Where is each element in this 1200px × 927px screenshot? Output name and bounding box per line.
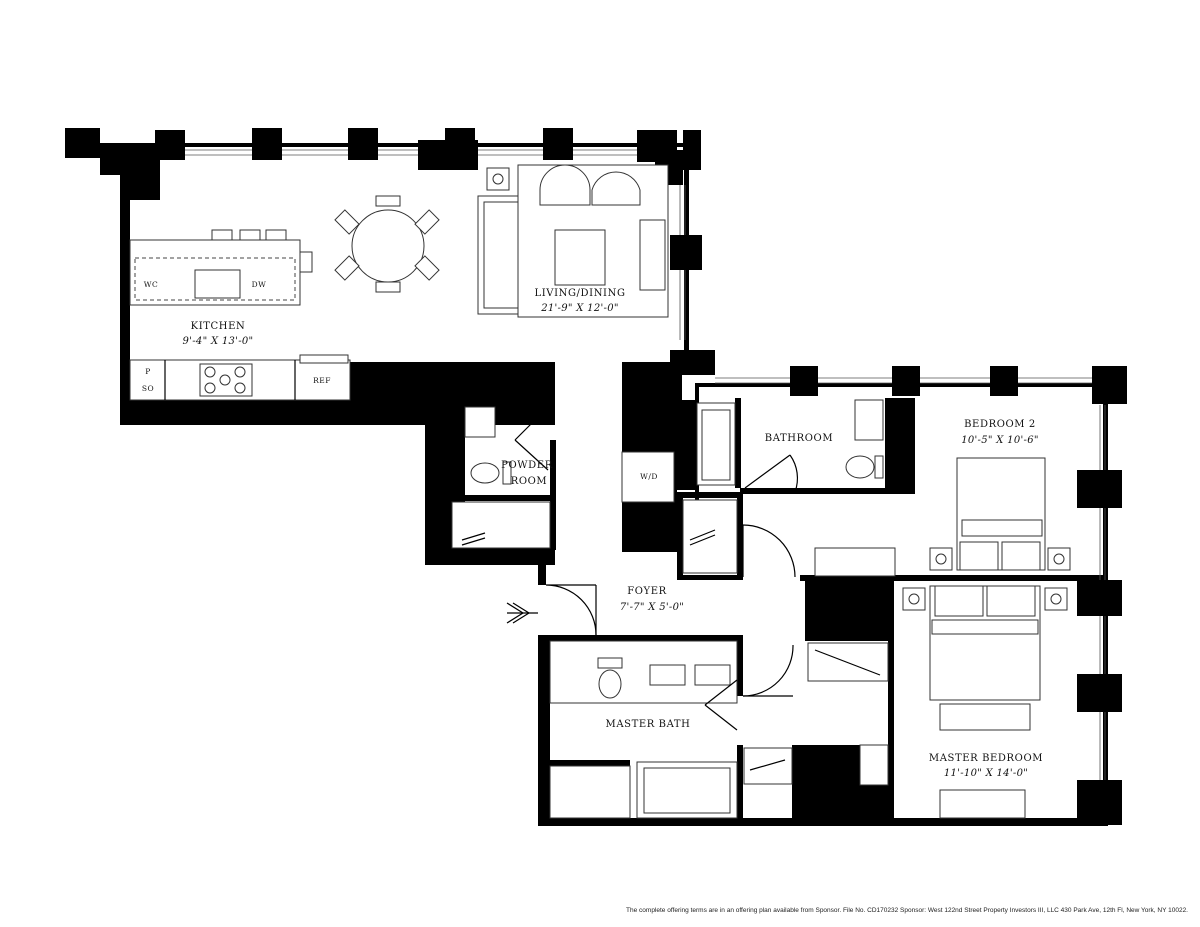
doors [545,524,796,697]
washer-dryer-label: W/D [640,472,658,481]
master-bath-label: MASTER BATH [605,719,690,730]
offering-footnote: The complete offering terms are in an of… [626,907,1188,914]
foyer-label: FOYER [627,586,667,597]
kitchen-label: KITCHEN [191,321,246,332]
dishwasher-label: DW [252,280,267,289]
bathroom-label: BATHROOM [765,433,833,444]
kitchen-counter [129,354,351,401]
refrigerator-label: REF [313,376,331,385]
bedroom-2-dims: 10'-5" X 10'-6" [961,435,1039,446]
dining-table [334,195,440,293]
windows [185,149,1106,780]
living-seating [477,164,669,318]
oven-label: SO [142,384,154,393]
bedroom-2-label: BEDROOM 2 [964,419,1036,430]
entry-arrow-icon [506,602,538,624]
foyer-dims: 7'-7" X 5'-0" [620,602,684,613]
bedroom-2-furniture [814,457,1071,577]
master-bath-fixtures [549,640,793,819]
powder-room-label-line2: ROOM [511,476,548,487]
bathroom-fixtures [621,399,884,574]
wine-cooler-label: WC [144,280,158,289]
walls [65,128,1127,826]
master-bedroom-dims: 11'-10" X 14'-0" [944,768,1028,779]
kitchen-island [129,229,313,306]
master-bedroom-furniture [807,585,1068,819]
living-dining-label: LIVING/DINING [534,288,625,299]
powder-room-fixtures [451,404,551,549]
kitchen-dims: 9'-4" X 13'-0" [183,336,254,347]
powder-room-label-line1: POWDER [501,460,553,471]
living-dining-dims: 21'-9" X 12'-0" [540,303,619,314]
master-bedroom-label: MASTER BEDROOM [929,753,1043,764]
pantry-label: P [145,367,151,376]
